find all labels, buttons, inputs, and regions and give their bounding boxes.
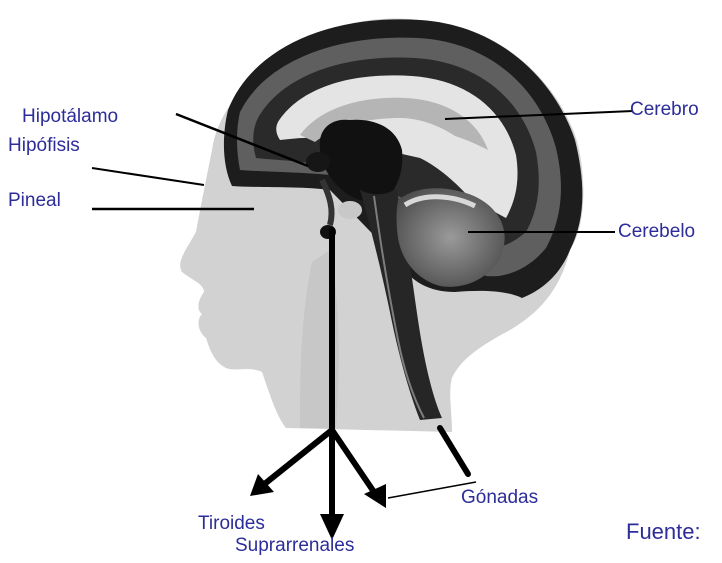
arrow-gonadas-right-shaft	[440, 428, 468, 474]
arrow-gonadas-left-shaft	[332, 430, 374, 492]
label-suprarrenales: Suprarrenales	[235, 535, 354, 557]
label-hipotalamo: Hipotálamo	[22, 106, 118, 128]
label-tiroides: Tiroides	[198, 513, 265, 535]
label-cerebro: Cerebro	[630, 99, 699, 121]
label-hipofisis: Hipófisis	[8, 135, 80, 157]
brain-midstructure	[338, 201, 362, 219]
label-cerebelo: Cerebelo	[618, 221, 695, 243]
label-fuente: Fuente:	[626, 519, 701, 545]
label-pineal: Pineal	[8, 190, 61, 212]
hypothalamus-region	[306, 152, 330, 172]
label-gonadas: Gónadas	[461, 487, 538, 509]
arrowhead-gonadas	[364, 484, 386, 508]
arrow-tiroides-shaft	[262, 430, 332, 486]
leader-hipofisis	[92, 168, 204, 185]
